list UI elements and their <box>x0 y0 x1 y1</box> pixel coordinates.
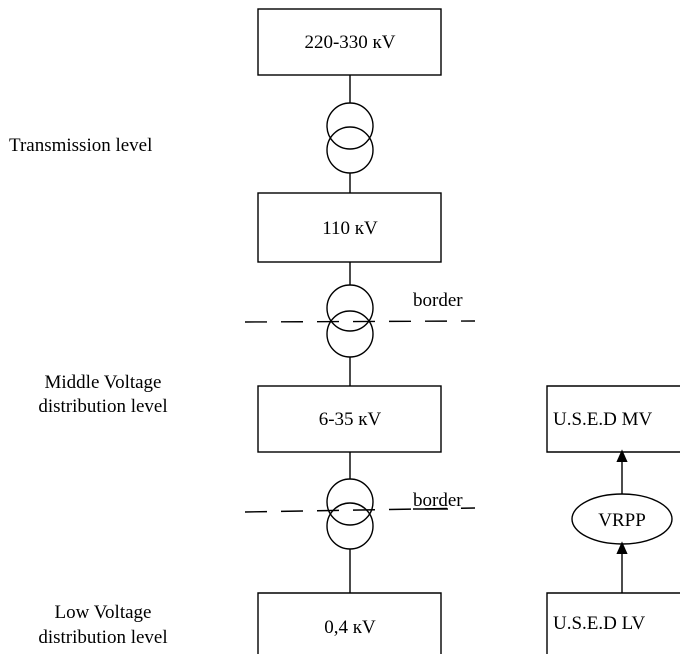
voltage-box-6-35 <box>257 385 442 453</box>
used-mv-box <box>546 385 680 453</box>
voltage-box-6-35-label: 6-35 кV <box>319 409 382 430</box>
used-lv-box <box>546 592 680 654</box>
middle-voltage-label-line2: distribution level <box>38 396 167 417</box>
used-mv-label: U.S.E.D MV <box>553 409 653 430</box>
border-label-upper: border <box>413 290 463 311</box>
voltage-box-110 <box>257 192 442 263</box>
voltage-box-0-4 <box>257 592 442 654</box>
voltage-box-220-330-label: 220-330 кV <box>304 32 395 53</box>
transformer-icon <box>326 478 374 550</box>
border-label-lower: border <box>413 490 463 511</box>
voltage-box-0-4-label: 0,4 кV <box>324 617 376 638</box>
vrpp-label: VRPP <box>598 510 646 531</box>
transformer-icon <box>326 102 374 174</box>
transmission-level-label: Transmission level <box>9 135 152 156</box>
used-lv-label: U.S.E.D LV <box>553 613 645 634</box>
voltage-box-110-label: 110 кV <box>322 218 378 239</box>
middle-voltage-label-line1: Middle Voltage <box>45 372 162 393</box>
transformer-icon <box>326 284 374 358</box>
low-voltage-label-line2: distribution level <box>38 627 167 648</box>
low-voltage-label-line1: Low Voltage <box>55 602 152 623</box>
voltage-box-220-330 <box>257 8 442 76</box>
border-dashed-line <box>244 320 476 323</box>
